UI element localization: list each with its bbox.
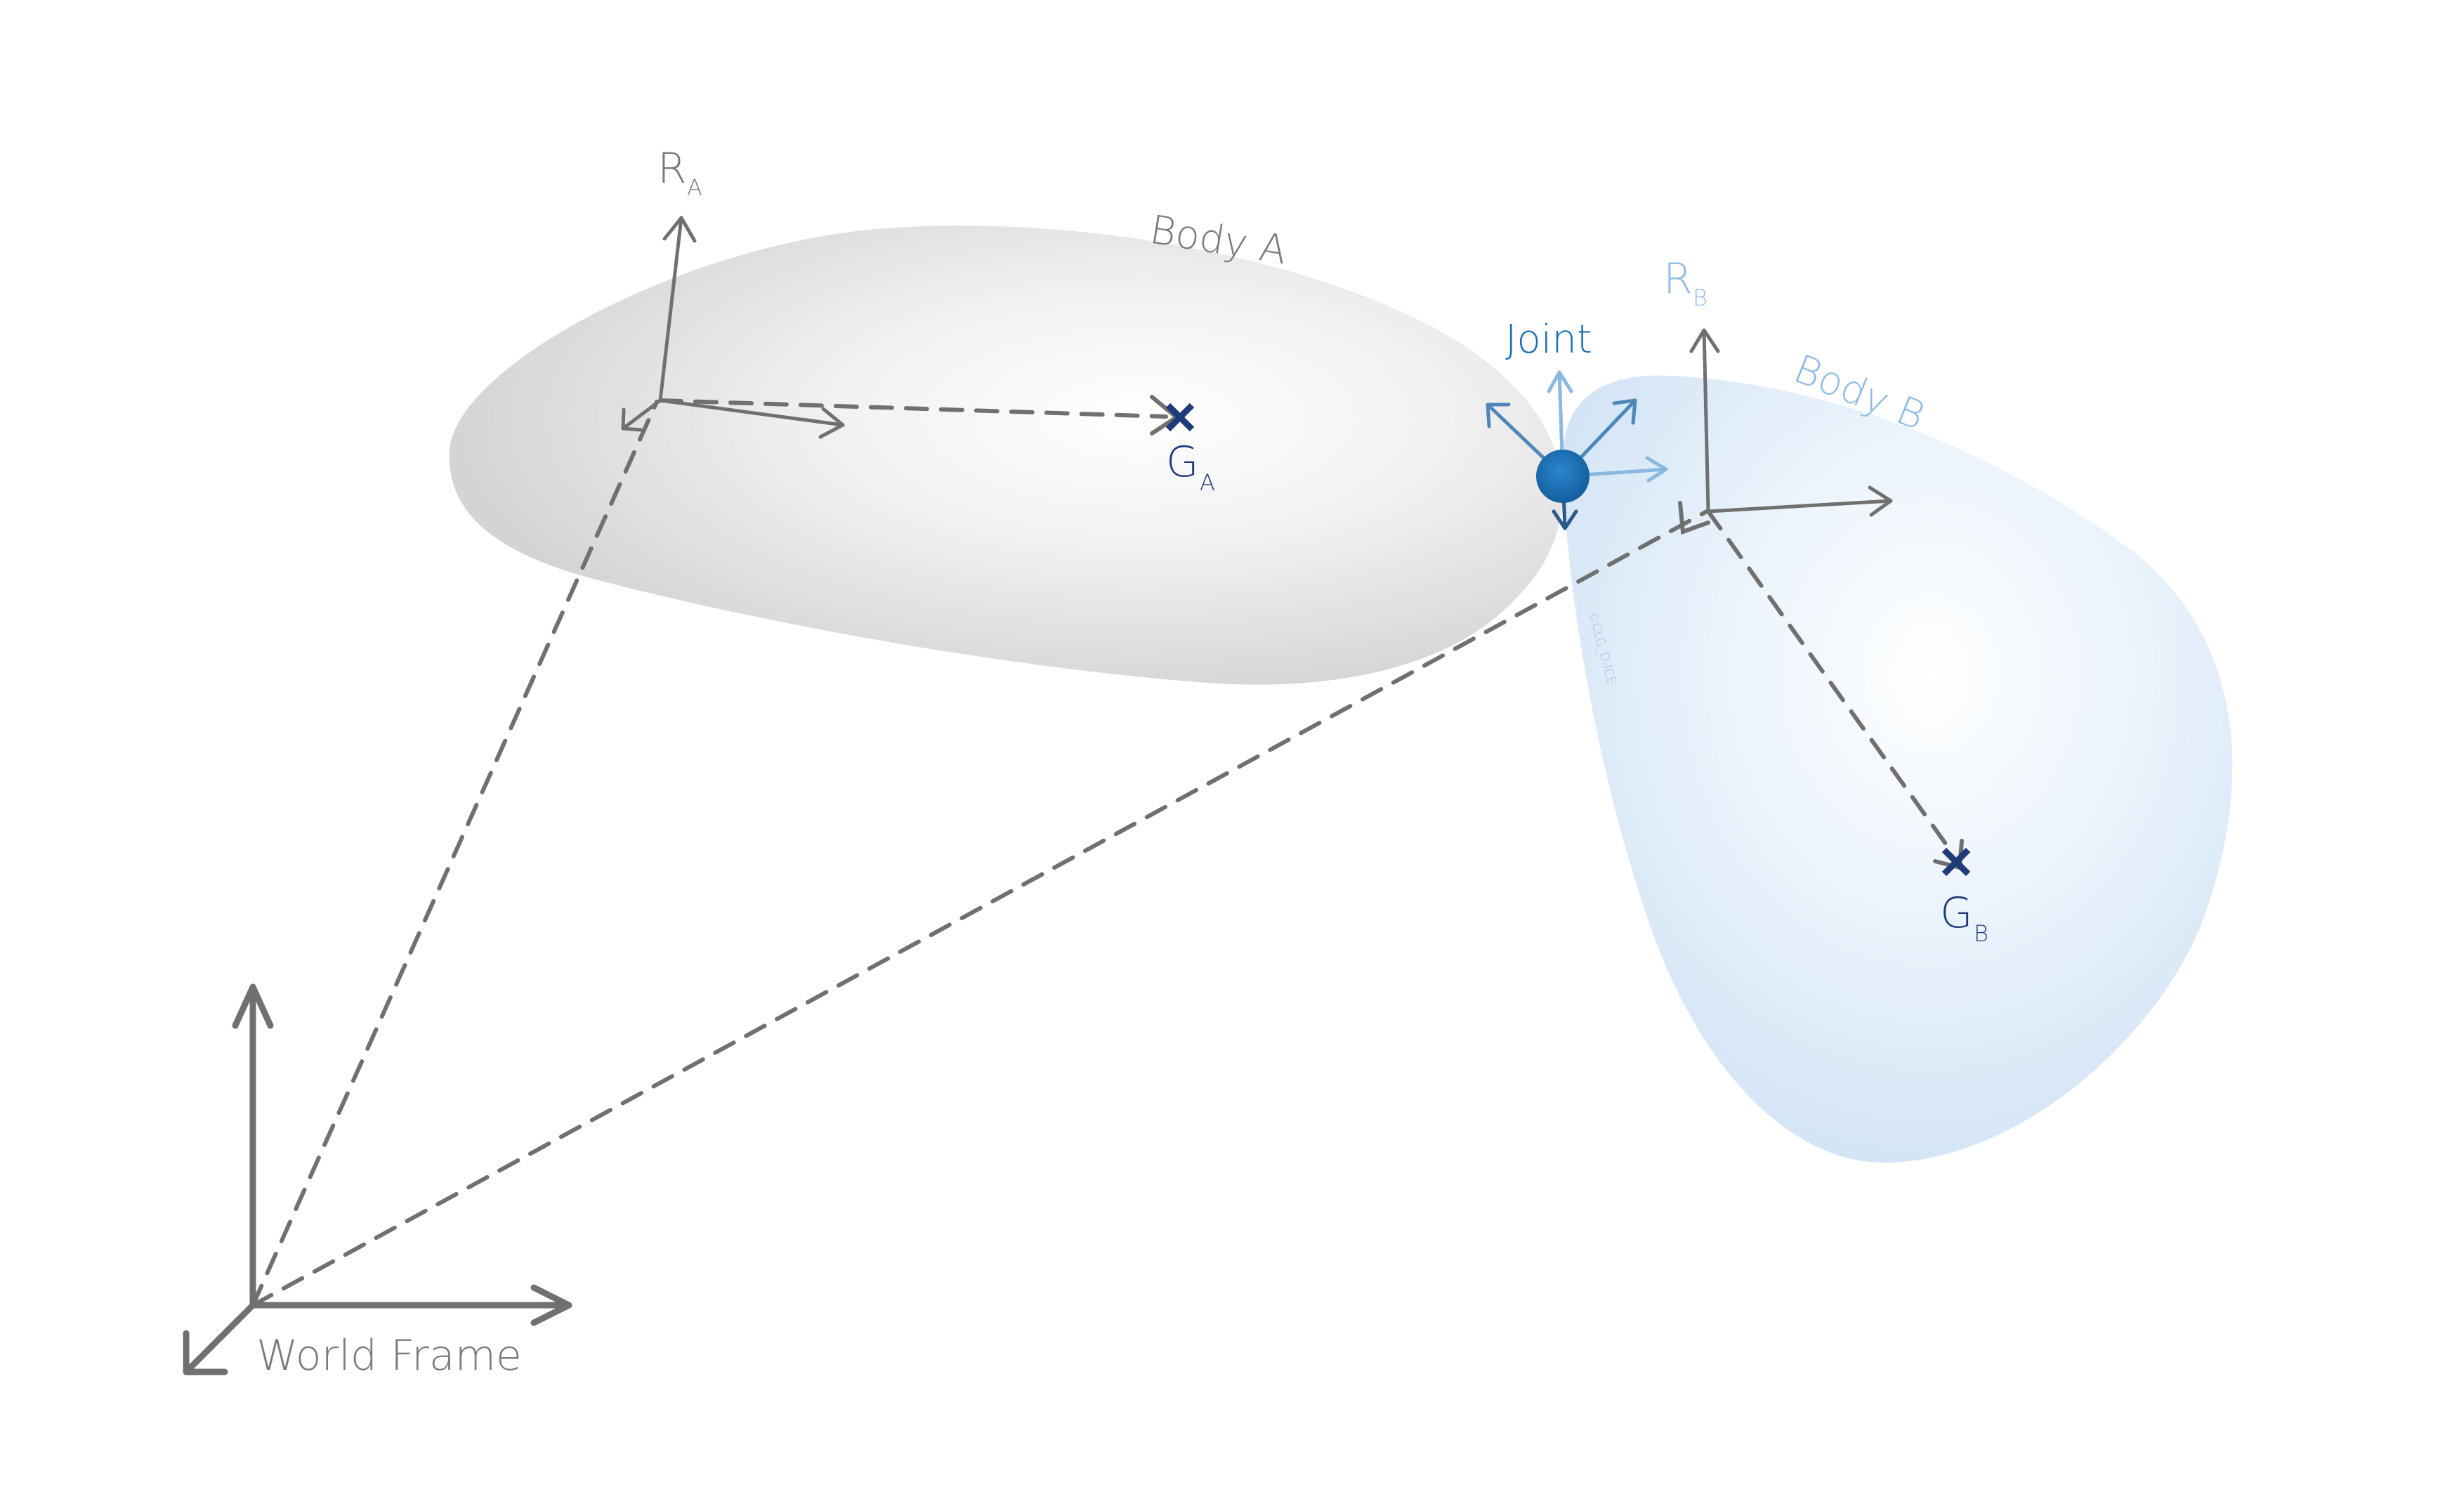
joint-up-arrowhead: [1547, 370, 1573, 393]
world-frame-z-arrowhead: [183, 1330, 228, 1375]
ref-b-y-axis: [1702, 328, 1710, 514]
com-b-label: G: [1940, 889, 1973, 938]
world-frame-z-axis: [183, 1302, 256, 1375]
ref-a-y-axis: [658, 216, 683, 403]
body-a-shape: [449, 225, 1563, 685]
ref-a-x-arrowhead: [818, 407, 845, 439]
joint-marker: [1536, 450, 1590, 503]
joint-upright-arrowhead: [1612, 398, 1637, 425]
ref-a-label-subscript: A: [687, 174, 702, 201]
com-b-marker: [1941, 847, 1971, 877]
ref-frame-b-axes: [1689, 328, 1893, 517]
ref-a-z-axis: [621, 398, 662, 431]
com-a-label-subscript: A: [1200, 469, 1215, 496]
world-frame-axes: [183, 983, 572, 1375]
ref-frame-a-axes: [621, 216, 845, 439]
ref-a-x-axis: [658, 398, 845, 427]
joint-label: Joint: [1505, 317, 1592, 362]
ref-b-x-axis: [1706, 499, 1893, 514]
ref-b-x-arrowhead: [1868, 485, 1893, 517]
body-b-shape: [1562, 375, 2233, 1163]
position-vectors: [251, 398, 1955, 1307]
ref-b-label-subscript: B: [1693, 284, 1708, 311]
ref-a-y-arrowhead: [662, 216, 697, 243]
joint-down-arrowhead: [1552, 509, 1578, 530]
ref-a-to-com-a-vector: [658, 398, 1168, 419]
com-a-label: G: [1166, 438, 1199, 487]
com-a-marker: [1165, 403, 1195, 432]
world-frame-label: World Frame: [256, 1331, 522, 1380]
joint-right-arrowhead: [1645, 456, 1668, 483]
ref-b-label: R: [1663, 254, 1693, 303]
arrowhead-ref-b: [1678, 501, 1710, 535]
joint-upleft-arrowhead: [1486, 403, 1511, 429]
ref-a-z-arrowhead: [621, 407, 643, 432]
ref-b-to-com-b-vector: [1706, 509, 1955, 856]
ref-b-y-arrowhead: [1689, 328, 1720, 353]
world-frame-y-arrowhead: [232, 983, 274, 1029]
world-frame-x-arrowhead: [530, 1284, 572, 1326]
ref-a-label: R: [657, 144, 687, 193]
world-to-ref-b-vector: [251, 509, 1709, 1307]
world-to-ref-a-vector: [251, 400, 659, 1307]
com-b-label-subscript: B: [1974, 920, 1988, 947]
